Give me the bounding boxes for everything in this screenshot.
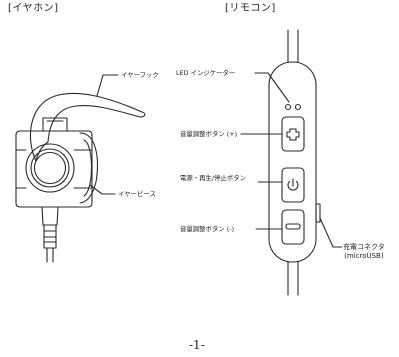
ear-piece-label: イヤーピース <box>118 190 156 198</box>
led-leader-line <box>254 72 290 103</box>
earphone-section-title: [イヤホン] <box>8 3 59 14</box>
ear-piece-leader-line <box>89 184 116 195</box>
remote-bottom-cable <box>287 261 299 296</box>
minus-icon <box>285 223 301 230</box>
charge-connector-label-line2: (microUSB) <box>344 252 384 260</box>
led-dot-right <box>294 103 302 111</box>
power-play-label: 電源・再生/停止ボタン <box>180 174 247 182</box>
remote-section-title: [リモコン] <box>225 3 276 14</box>
ear-hook-illustration <box>30 92 146 162</box>
power-icon <box>287 178 299 191</box>
ear-hook-label: イヤーフック <box>121 71 159 79</box>
charge-port <box>315 203 321 223</box>
volume-down-label: 音量調整ボタン (-) <box>180 225 235 233</box>
charge-connector-label: 充電コネクタ (microUSB) <box>343 244 385 260</box>
ear-piece-illustration <box>79 132 98 204</box>
remote-body <box>268 61 317 263</box>
volume-down-button-shape <box>281 209 305 245</box>
charge-leader-line <box>319 217 343 248</box>
led-dot-left <box>284 103 292 111</box>
remote-top-cable <box>287 29 299 63</box>
plus-icon <box>286 128 300 141</box>
volume-up-label: 音量調整ボタン (+) <box>180 130 238 138</box>
led-indicator-label: LED インジケーター <box>176 69 236 77</box>
ear-hook-leader-line <box>96 74 119 97</box>
page-number: -1- <box>189 338 205 352</box>
volume-up-button-shape <box>281 116 305 152</box>
charge-connector-label-line1: 充電コネクタ <box>343 243 385 251</box>
power-button-shape <box>281 167 305 203</box>
earphone-stem <box>41 206 59 263</box>
earphone-housing <box>15 117 93 208</box>
